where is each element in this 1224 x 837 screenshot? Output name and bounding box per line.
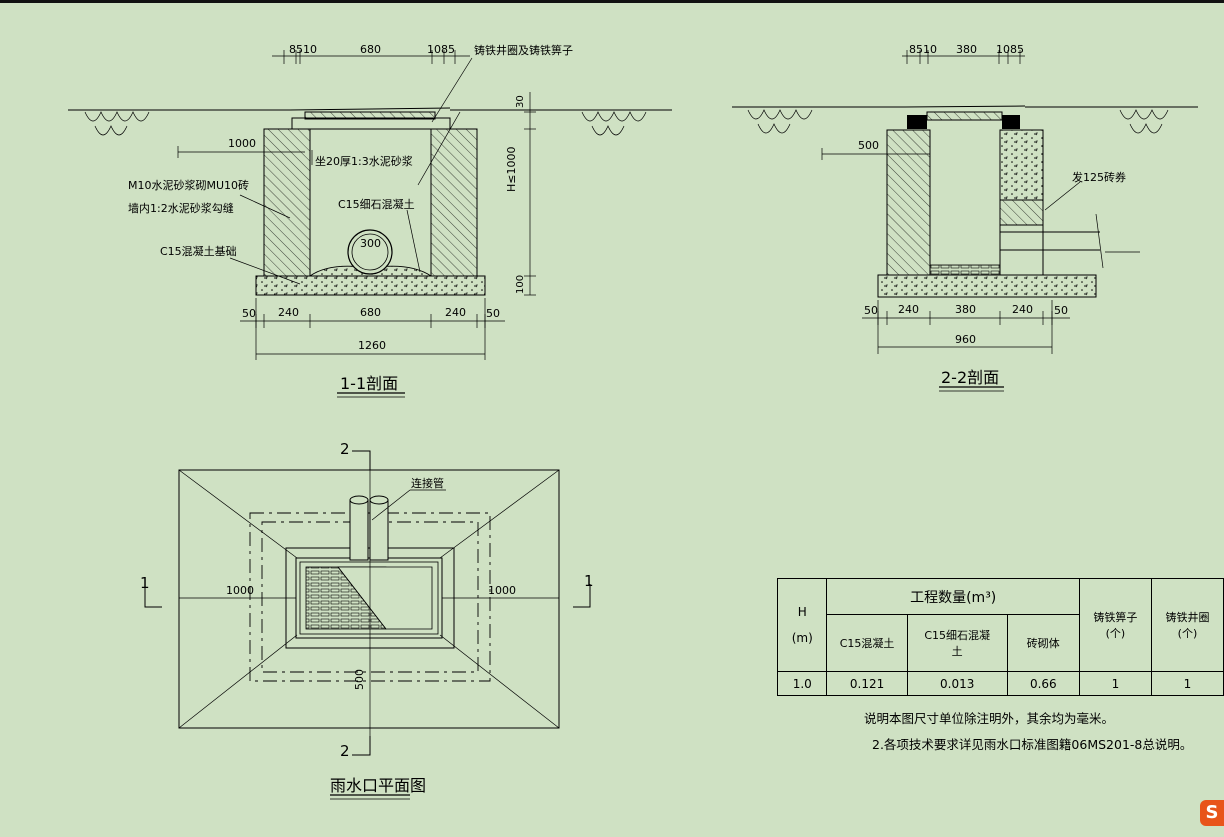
sec2-dim-top-1: 8510 — [909, 43, 937, 56]
plan-mark-1-left: 1 — [140, 574, 150, 592]
table-col-ring: 铸铁井圈(个) — [1150, 578, 1224, 672]
sec2-dim-bottom-1: 50 — [864, 304, 878, 317]
table-cell-grate: 1 — [1078, 671, 1152, 696]
sec2-label-arch: 发125砖券 — [1072, 171, 1126, 184]
sec1-dim-100: 100 — [515, 274, 526, 294]
sec1-dim-30: 30 — [515, 95, 526, 108]
table-group-header: 工程数量(m³) — [826, 578, 1080, 615]
table-col-c15: C15混凝土 — [826, 614, 908, 672]
sec1-dim-total: 1260 — [358, 339, 386, 352]
table-cell-ring: 1 — [1150, 671, 1224, 696]
plan-view — [144, 450, 591, 800]
table-cell-fine: 0.013 — [906, 671, 1008, 696]
sec1-dim-top-2: 680 — [360, 43, 381, 56]
sec1-dim-bottom-3: 680 — [360, 306, 381, 319]
sec2-title: 2-2剖面 — [941, 368, 1000, 387]
sec1-label-wall-1: M10水泥砂浆砌MU10砖 — [128, 179, 250, 192]
sec1-dim-bottom-2: 240 — [278, 306, 299, 319]
sec1-label-fine-concrete: C15细石混凝土 — [338, 198, 415, 211]
table-cell-brick: 0.66 — [1006, 671, 1080, 696]
sec2-dim-top-3: 1085 — [996, 43, 1024, 56]
sec1-dim-left: 1000 — [228, 137, 256, 150]
sec2-dim-bottom-2: 240 — [898, 303, 919, 316]
section-2-2 — [732, 50, 1198, 392]
sec2-dim-total: 960 — [955, 333, 976, 346]
plan-dim-left: 1000 — [226, 584, 254, 597]
plan-label-pipe: 连接管 — [411, 477, 444, 490]
quantity-table: H(m) 工程数量(m³) 铸铁箅子(个) 铸铁井圈(个) C15混凝土 C15… — [776, 578, 1224, 696]
sec1-title: 1-1剖面 — [340, 374, 399, 393]
sec1-label-wall-2: 墙内1:2水泥砂浆勾缝 — [128, 202, 234, 215]
table-cell-c15: 0.121 — [826, 671, 908, 696]
sec1-dim-bottom-5: 50 — [486, 307, 500, 320]
sec1-label-mortar-bed: 坐20厚1:3水泥砂浆 — [315, 155, 413, 168]
sec1-dim-bottom-4: 240 — [445, 306, 466, 319]
top-border — [0, 0, 1224, 3]
section-1-1 — [68, 50, 672, 398]
note-1: 说明本图尺寸单位除注明外，其余均为毫米。 — [864, 711, 1115, 726]
plan-dim-right: 1000 — [488, 584, 516, 597]
plan-mark-2-top: 2 — [340, 440, 350, 458]
sec1-dim-h: H≤1000 — [505, 146, 518, 192]
plan-mark-1-right: 1 — [584, 572, 594, 590]
note-2: 2.各项技术要求详见雨水口标准图籍06MS201-8总说明。 — [872, 737, 1193, 752]
sec2-dim-top-2: 380 — [956, 43, 977, 56]
sec1-label-cover: 铸铁井圈及铸铁箅子 — [474, 44, 573, 57]
sec2-dim-bottom-3: 380 — [955, 303, 976, 316]
sec1-pipe-dia: 300 — [360, 237, 381, 250]
sec2-dim-bottom-5: 50 — [1054, 304, 1068, 317]
table-h-header: H(m) — [776, 578, 828, 672]
table-col-fine: C15细石混凝土 — [906, 614, 1008, 672]
table-col-grate: 铸铁箅子(个) — [1078, 578, 1152, 672]
table-cell-h: 1.0 — [776, 671, 828, 696]
table-col-brick: 砖砌体 — [1006, 614, 1080, 672]
plan-dim-500: 500 — [353, 669, 366, 690]
sec2-dim-bottom-4: 240 — [1012, 303, 1033, 316]
sogou-logo-icon[interactable]: S — [1200, 800, 1224, 826]
sec1-label-base: C15混凝土基础 — [160, 245, 237, 258]
plan-title: 雨水口平面图 — [330, 776, 427, 795]
sec2-dim-left: 500 — [858, 139, 879, 152]
sec1-dim-bottom-1: 50 — [242, 307, 256, 320]
sec1-dim-top-1: 8510 — [289, 43, 317, 56]
plan-mark-2-bottom: 2 — [340, 742, 350, 760]
sec1-dim-top-3: 1085 — [427, 43, 455, 56]
